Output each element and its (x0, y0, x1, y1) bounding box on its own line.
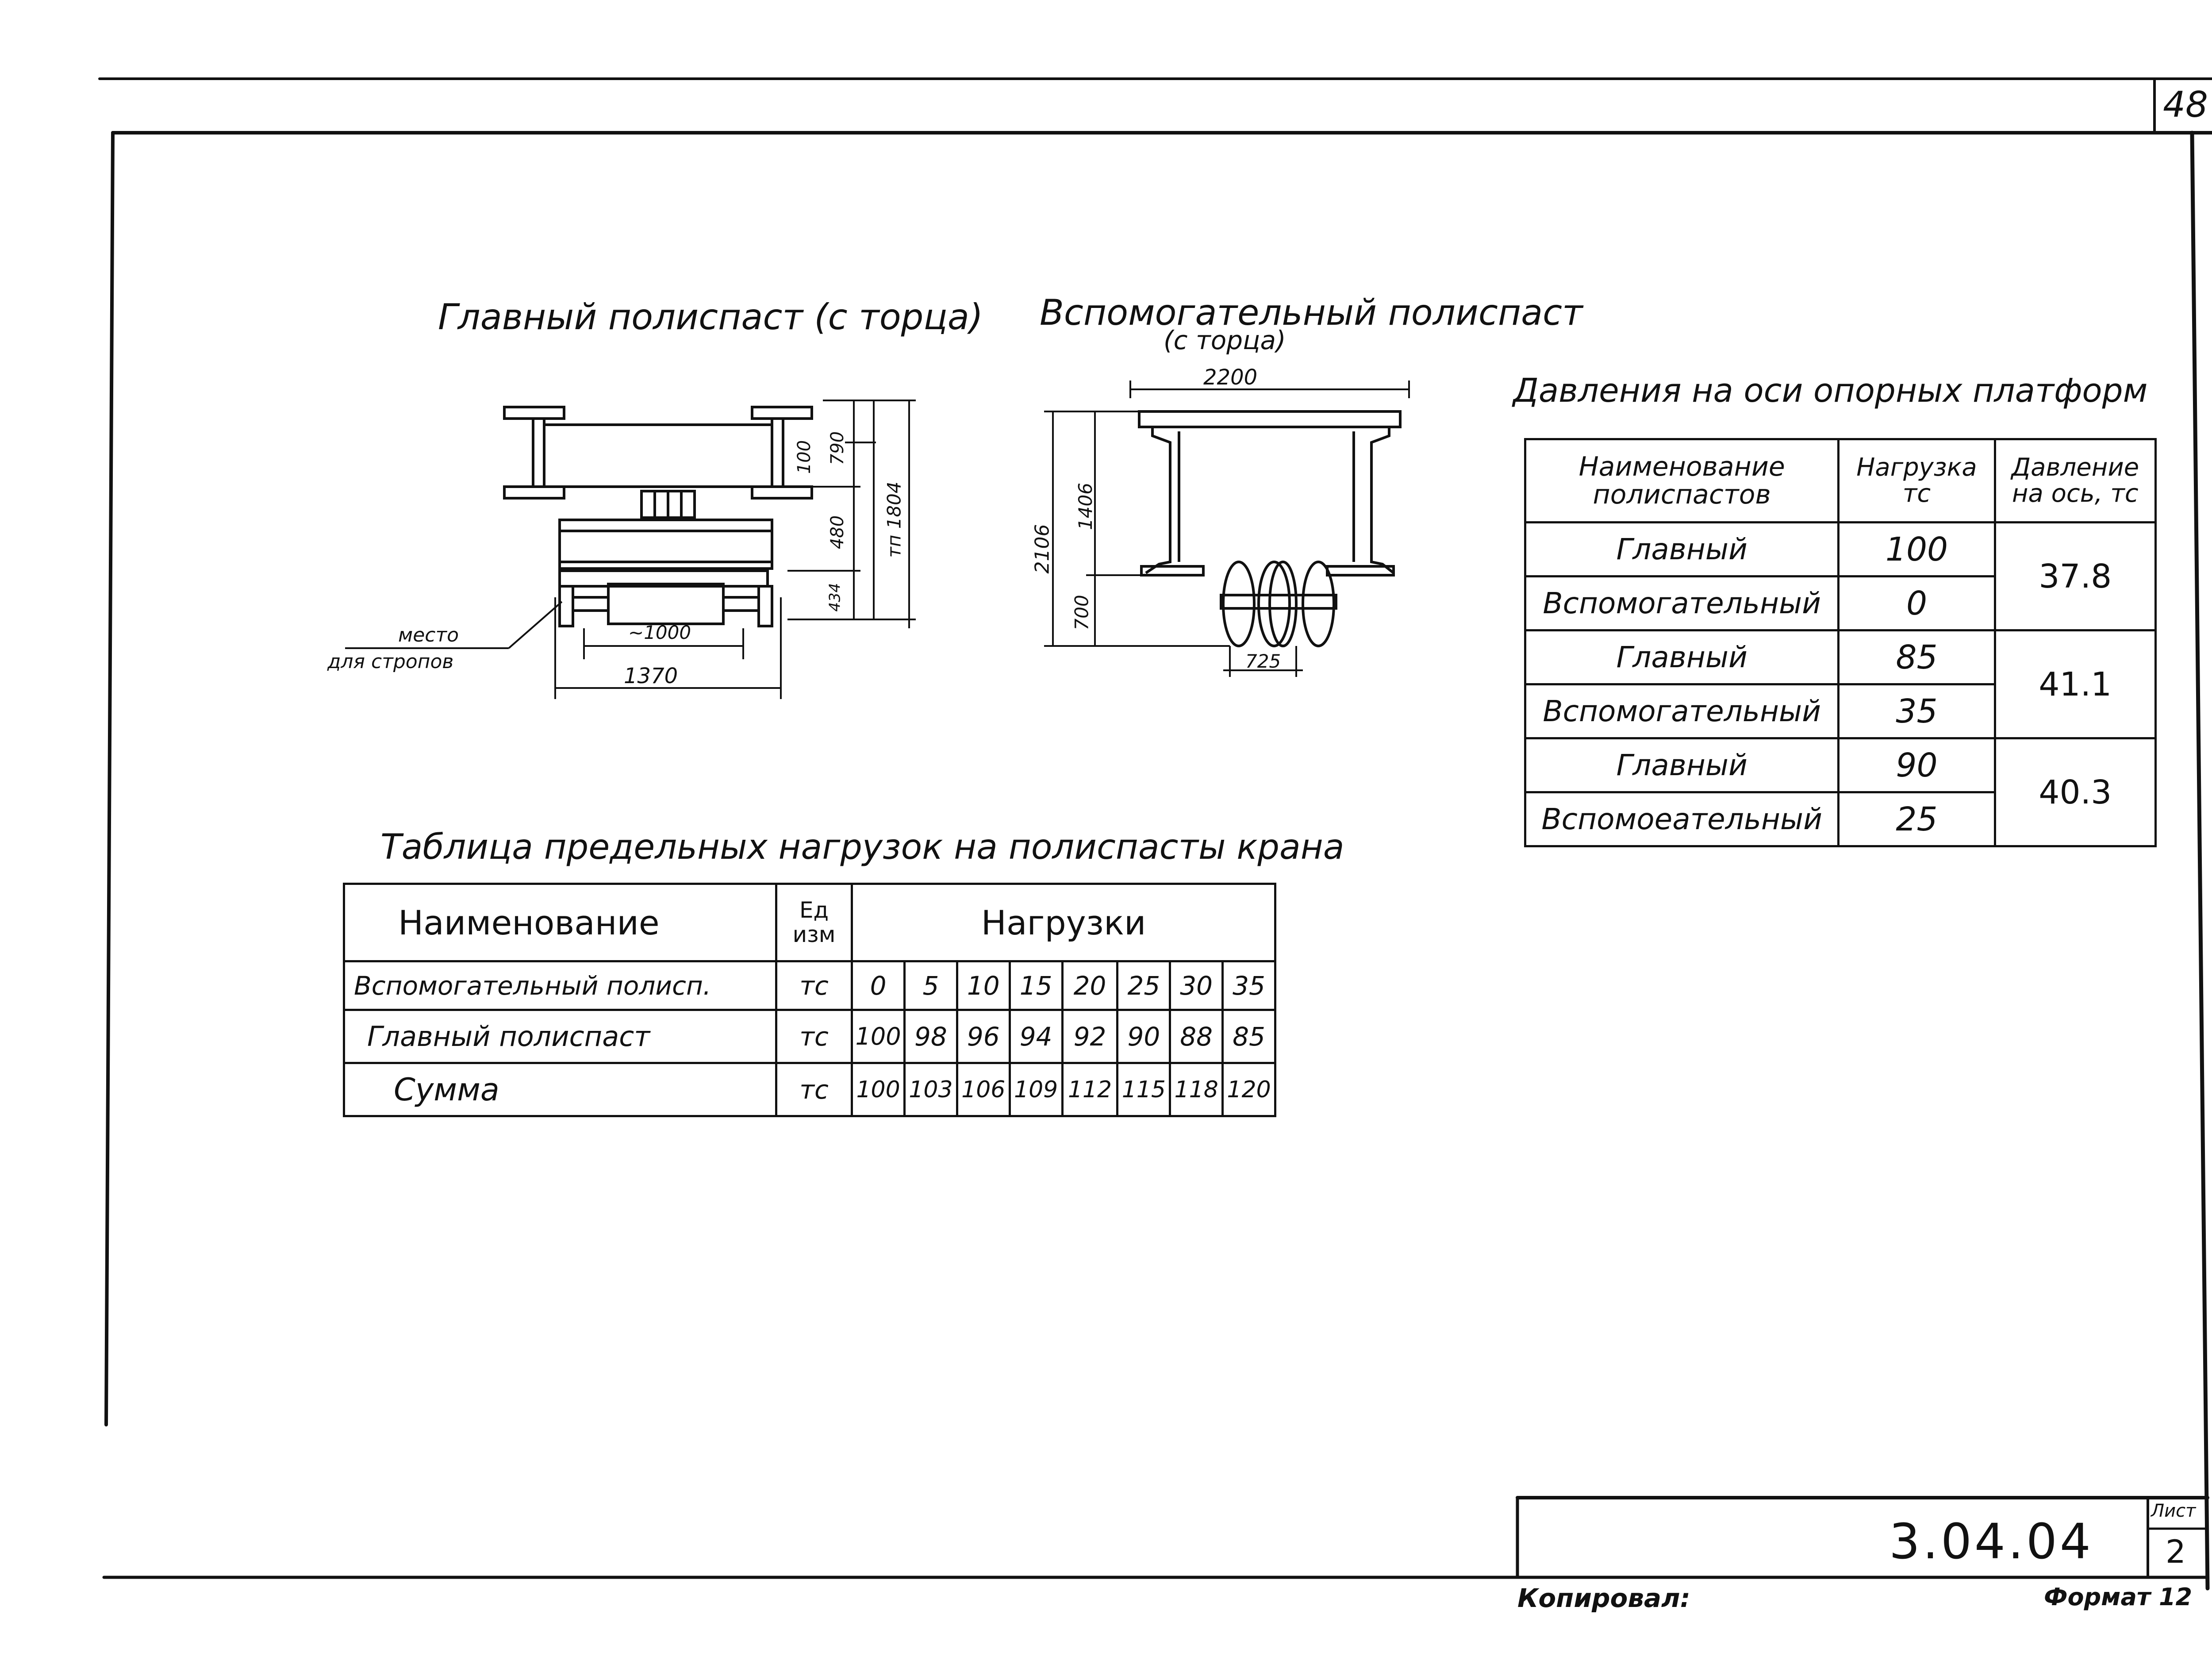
limit-cell: 15 (1008, 960, 1064, 1011)
aux-hoist-title: Вспомогательный полиспаст (1040, 292, 1583, 333)
limit-cell: 103 (903, 1062, 958, 1117)
dim-1406: 1406 (1074, 483, 1096, 530)
pressure-row-load: 85 (1837, 629, 1996, 685)
limit-row-name: Вспомогательный полисп. (343, 960, 777, 1011)
limit-cell: 120 (1221, 1062, 1276, 1117)
pressure-row-name: Главный (1524, 629, 1840, 685)
pressure-row-name: Главный (1524, 737, 1840, 793)
limit-cell: 94 (1008, 1009, 1064, 1064)
limit-cell: 5 (903, 960, 958, 1011)
pressure-row-load: 25 (1837, 791, 1996, 847)
main-hoist-title: Главный полиспаст (с торца) (438, 296, 983, 338)
dim-434: 434 (826, 583, 844, 612)
title-block-sheet-label: Лист (2151, 1501, 2196, 1521)
limit-row-name: Главный полиспаст (343, 1009, 777, 1064)
pressure-row-name: Главный (1524, 521, 1840, 577)
limit-cell: 96 (956, 1009, 1011, 1064)
pressure-table: Наименование полиспастов Нагрузка тс Дав… (1524, 438, 2157, 847)
limit-row-name: Сумма (343, 1062, 777, 1117)
format-label: Формат 12 (2044, 1583, 2193, 1611)
limit-cell: 115 (1116, 1062, 1171, 1117)
limit-header-unit: Ед изм (775, 883, 853, 962)
limit-cell: 88 (1169, 1009, 1224, 1064)
limit-cell: 10 (956, 960, 1011, 1011)
pressure-row-load: 0 (1837, 575, 1996, 631)
main-hoist-drawing (345, 400, 916, 699)
sling-label-2: для стропов (327, 650, 454, 673)
limit-cell: 92 (1061, 1009, 1119, 1064)
limit-header-loads: Нагрузки (851, 883, 1276, 962)
dim-1804: тп 1804 (883, 481, 905, 558)
limit-cell: 106 (956, 1062, 1011, 1117)
pressure-header-pressure: Давление на ось, тс (1993, 438, 2157, 523)
pressure-row-name: Вспомогательный (1524, 575, 1840, 631)
limit-cell: 112 (1061, 1062, 1119, 1117)
pressure-row-load: 35 (1837, 683, 1996, 739)
limit-cell: 25 (1116, 960, 1171, 1011)
pressure-value: 37.8 (1993, 521, 2157, 631)
limit-cell: 85 (1221, 1009, 1276, 1064)
pressure-value: 41.1 (1993, 629, 2157, 739)
pressure-table-title: Давления на оси опорных платформ (1513, 372, 2148, 410)
dim-100: 100 (794, 440, 815, 474)
dim-725: 725 (1245, 650, 1281, 672)
limit-cell: 35 (1221, 960, 1276, 1011)
limit-row-unit: тс (775, 1009, 853, 1064)
limit-cell: 100 (851, 1062, 906, 1117)
title-block-code: 3.04.04 (1889, 1513, 2093, 1570)
limit-cell: 90 (1116, 1009, 1171, 1064)
dim-480: 480 (827, 515, 848, 550)
sling-label-1: место (398, 624, 459, 646)
limit-table-title: Таблица предельных нагрузок на полиспаст… (380, 827, 1344, 867)
pressure-row-load: 100 (1837, 521, 1996, 577)
aux-hoist-subtitle: (с торца) (1164, 325, 1286, 355)
limit-cell: 0 (851, 960, 906, 1011)
limit-cell: 109 (1008, 1062, 1064, 1117)
title-block-sheet-value: 2 (2166, 1533, 2186, 1570)
pressure-header-load: Нагрузка тс (1837, 438, 1996, 523)
pressure-header-name: Наименование полиспастов (1524, 438, 1840, 523)
limit-cell: 30 (1169, 960, 1224, 1011)
limit-cell: 100 (851, 1009, 906, 1064)
dim-1370: 1370 (624, 664, 678, 688)
pressure-row-name: Вспомогательный (1524, 683, 1840, 739)
limit-cell: 118 (1169, 1062, 1224, 1117)
sheet-number-top: 48 (2163, 84, 2208, 125)
limit-cell: 20 (1061, 960, 1119, 1011)
dim-1000: ~1000 (628, 622, 691, 643)
dim-700: 700 (1071, 595, 1093, 630)
limit-header-name: Наименование (343, 883, 777, 962)
pressure-row-name: Вспомоеательный (1524, 791, 1840, 847)
dim-790: 790 (827, 431, 848, 465)
limit-table: Наименование Ед изм Нагрузки Вспомогател… (343, 883, 1276, 1117)
aux-hoist-drawing (1044, 381, 1410, 677)
dim-2106: 2106 (1031, 524, 1054, 574)
limit-cell: 98 (903, 1009, 958, 1064)
limit-row-unit: тс (775, 960, 853, 1011)
dim-2200: 2200 (1203, 365, 1258, 390)
limit-row-unit: тс (775, 1062, 853, 1117)
pressure-row-load: 90 (1837, 737, 1996, 793)
pressure-value: 40.3 (1993, 737, 2157, 847)
copied-by-label: Копировал: (1517, 1583, 1690, 1613)
